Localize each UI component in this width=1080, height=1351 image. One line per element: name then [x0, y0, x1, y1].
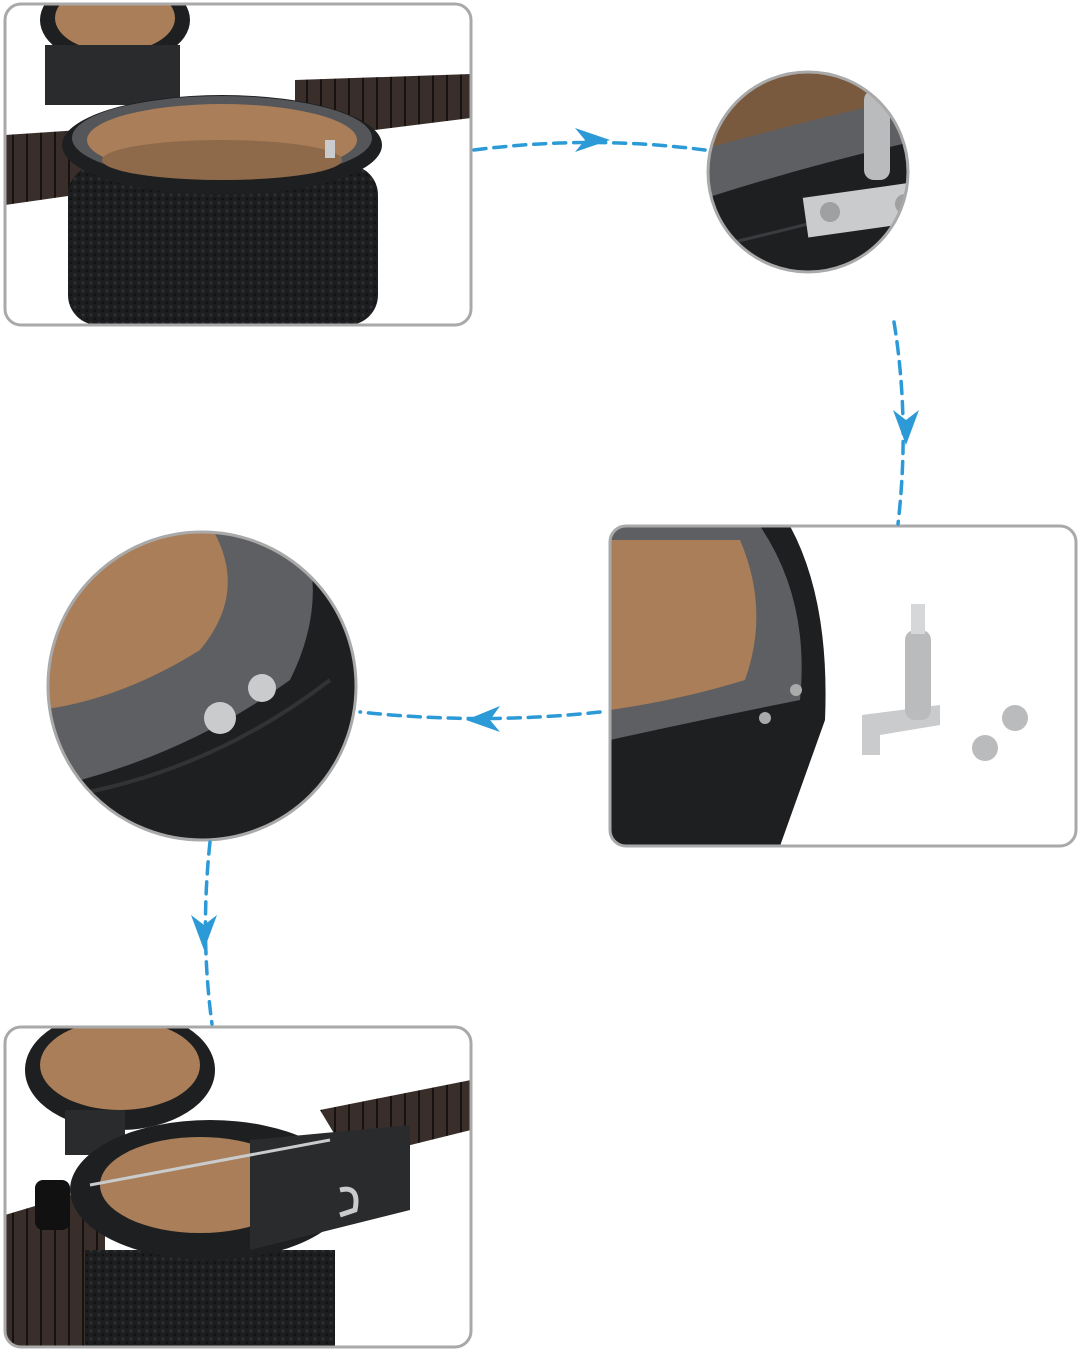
grill-body [85, 1250, 335, 1347]
pin [864, 90, 890, 180]
left-side-shelf [5, 1185, 105, 1347]
arrowhead-down-icon [893, 410, 919, 445]
step-5-rotisserie-ring-installed [3, 1025, 473, 1349]
stud [790, 684, 802, 696]
arrowhead-left-icon [466, 706, 500, 732]
step-1-grill-with-side-shelves [3, 2, 473, 327]
step-3-bracket-and-nut-parts [608, 524, 1078, 848]
stud [759, 712, 771, 724]
arrowhead-right-icon [575, 128, 610, 152]
arrowhead-down-icon [191, 915, 217, 950]
arrow-step1-to-step2 [472, 140, 707, 152]
cap-nut [248, 674, 276, 702]
bracket-plate [802, 182, 908, 238]
step-4-cap-nuts-installed-closeup [46, 530, 358, 842]
pin [905, 630, 931, 720]
step-2-bracket-pin-closeup [706, 70, 910, 274]
handle [339, 1186, 359, 1218]
cap-nut [204, 702, 236, 734]
motor [35, 1180, 70, 1230]
grill-body [68, 165, 378, 325]
spit-rod [89, 1138, 331, 1187]
cap-nut [1002, 705, 1028, 731]
bracket-pin [325, 140, 335, 158]
cap-nut [972, 735, 998, 761]
